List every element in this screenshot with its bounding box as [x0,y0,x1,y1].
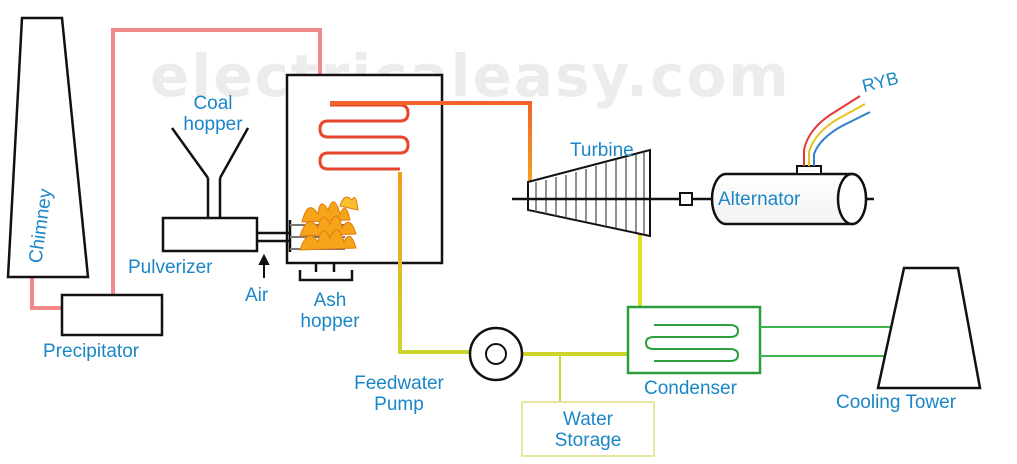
alternator [710,165,868,226]
turbine [527,148,651,238]
air-label: Air [245,285,269,306]
cooling-tower [876,266,982,390]
water-storage-label: Water Storage [530,409,646,451]
feedwater-pump-label-line1: Feedwater [354,373,444,394]
pulverizer [161,216,259,253]
alternator-label: Alternator [718,189,801,210]
water-storage [521,401,655,457]
water-storage-label-line1: Water [563,409,613,430]
coal-hopper [170,127,250,218]
air-arrow [258,253,270,278]
water-storage-label-line2: Storage [554,430,622,451]
condenser-label: Condenser [644,378,737,399]
ash-hopper-label: Ash hopper [284,290,376,332]
ash-hopper [298,262,354,282]
shaft-coupling [679,192,693,206]
feedwater-pipe [398,172,470,354]
ash-hopper-label-line2: hopper [300,311,360,332]
watermark: electricaleasy.com [150,42,791,110]
feedwater-pump-label: Feedwater Pump [344,373,454,415]
pulverizer-feed-pipe [257,220,292,252]
coal-hopper-label-line1: Coal [193,93,233,114]
precipitator-label: Precipitator [43,341,140,362]
ryb-wires [803,95,871,166]
ash-hopper-label-line1: Ash [313,290,347,311]
cooling-tower-label: Cooling Tower [836,392,957,413]
chimney [6,16,90,279]
boiler-coil [318,103,410,171]
flue-gas-pipe [30,28,322,310]
coal-hopper-label-line2: hopper [183,114,243,135]
pulverizer-label: Pulverizer [128,257,213,278]
feedwater-pump [468,326,524,382]
precipitator [60,293,164,337]
condenser-coil [644,324,740,362]
cooling-water-pipes [760,326,892,357]
turbine-label: Turbine [570,140,634,161]
flames [299,196,359,251]
steam-pipe [330,101,532,188]
coal-hopper-label: Coal hopper [181,93,245,135]
feedwater-pump-label-line2: Pump [374,394,424,415]
